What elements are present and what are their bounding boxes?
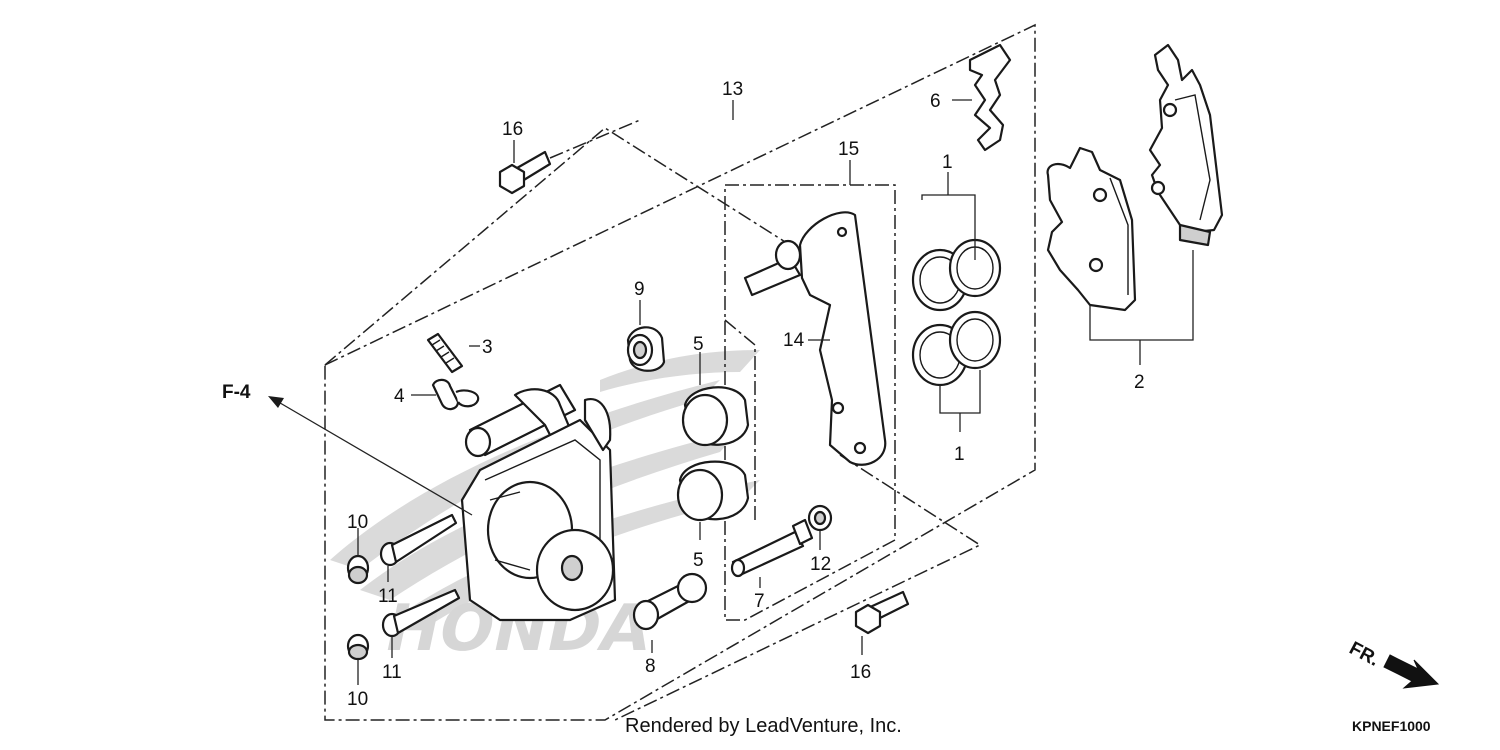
label-11-upper: 11 <box>378 586 398 607</box>
piston-upper <box>681 386 750 447</box>
slide-pin-8 <box>632 572 708 631</box>
brake-pad-outer <box>1148 43 1224 247</box>
leader-lines <box>357 99 1194 685</box>
piston-seal-set-upper <box>911 238 1002 312</box>
label-16-upper: 16 <box>502 119 523 140</box>
label-15: 15 <box>838 139 859 160</box>
bracket-link <box>724 319 756 520</box>
front-direction-arrow <box>1383 654 1440 689</box>
label-6: 6 <box>930 91 941 112</box>
caliper-bracket <box>743 211 887 466</box>
reference-arrow-f4 <box>268 396 473 516</box>
label-12: 12 <box>810 554 831 575</box>
rendered-by-credit: Rendered by LeadVenture, Inc. <box>625 715 902 737</box>
cap-10-upper <box>346 554 370 585</box>
caliper-body-subboundary <box>324 127 791 366</box>
label-8: 8 <box>645 656 656 677</box>
label-5-lower: 5 <box>693 550 704 571</box>
label-3: 3 <box>482 337 493 358</box>
slide-pin-7 <box>730 518 814 578</box>
bolt-16-lower <box>854 590 910 635</box>
brake-pad-inner <box>1046 146 1137 312</box>
label-10-lower: 10 <box>347 689 368 710</box>
label-1-lower: 1 <box>954 444 965 465</box>
label-9: 9 <box>634 279 645 300</box>
label-5-upper: 5 <box>693 334 704 355</box>
pad-spring <box>968 43 1012 152</box>
pin-11-upper <box>379 513 458 567</box>
bracket-assembly-boundary <box>724 184 896 621</box>
piston-lower <box>676 460 750 522</box>
piston-seal-set-lower <box>911 310 1002 387</box>
label-2: 2 <box>1134 372 1145 393</box>
diagram-code: KPNEF1000 <box>1352 718 1431 734</box>
bolt-16-upper <box>498 150 552 195</box>
pin-subboundary <box>614 454 982 721</box>
boot-12 <box>807 504 833 532</box>
caliper-assembly-boundary <box>324 23 1036 721</box>
bleeder-screw <box>426 332 464 374</box>
label-f4-reference: F-4 <box>222 382 251 403</box>
caliper-body <box>460 383 617 622</box>
label-7: 7 <box>754 591 765 612</box>
bleeder-cap <box>431 378 480 411</box>
label-10-upper: 10 <box>347 512 368 533</box>
cap-10-lower <box>346 633 370 661</box>
dust-seal <box>626 326 666 372</box>
label-14: 14 <box>783 330 805 351</box>
label-1-upper: 1 <box>942 152 953 173</box>
label-13: 13 <box>722 79 743 100</box>
label-16-lower: 16 <box>850 662 871 683</box>
label-front: FR. <box>1346 638 1383 671</box>
label-11-lower: 11 <box>382 662 402 683</box>
pin-11-lower <box>381 588 461 638</box>
label-4: 4 <box>394 386 405 407</box>
